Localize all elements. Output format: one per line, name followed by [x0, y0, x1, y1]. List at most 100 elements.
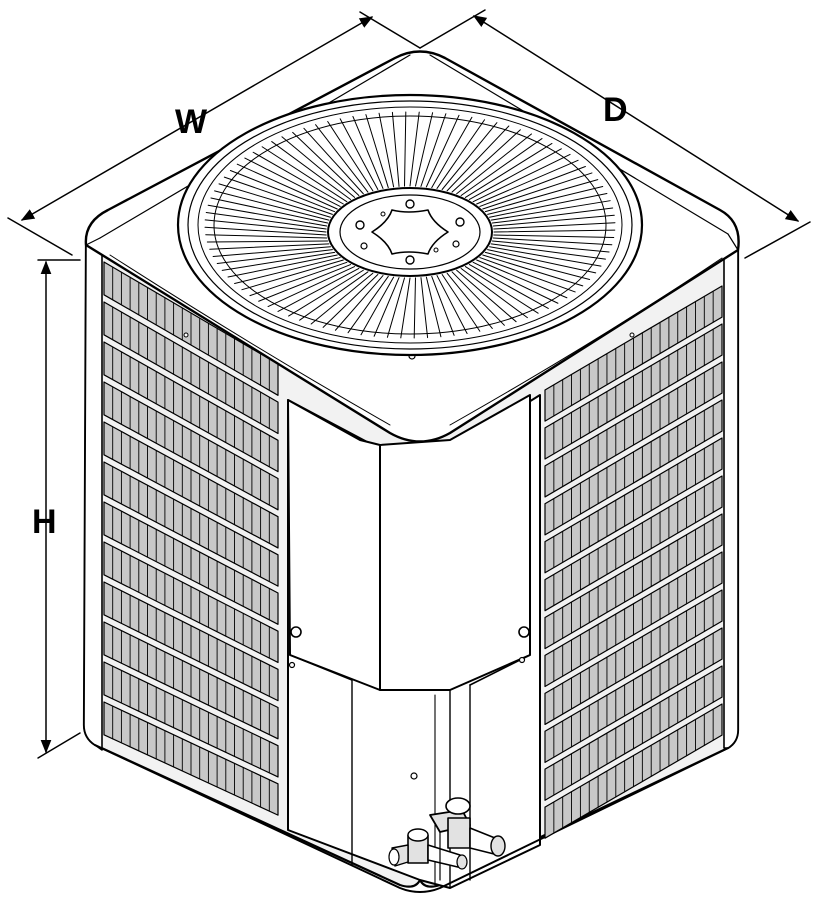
- fan-wire: [378, 112, 395, 188]
- service-valves: [388, 797, 506, 881]
- fan-wire: [492, 214, 615, 227]
- fan-wire: [491, 240, 610, 253]
- control-box-cover: [287, 399, 381, 691]
- fan-wire: [373, 277, 400, 337]
- fan-wire: [425, 276, 442, 338]
- fan-wire: [493, 229, 616, 233]
- fan-wire: [206, 240, 329, 243]
- fan-wire: [277, 267, 360, 312]
- fan-wire: [436, 275, 468, 335]
- fan-wire: [204, 219, 327, 233]
- fan-wire: [446, 125, 510, 192]
- fan-wire: [258, 264, 352, 302]
- fan-wire: [400, 277, 411, 339]
- fan-wire: [218, 183, 331, 218]
- fan-wire: [288, 269, 364, 317]
- fan-wire: [451, 271, 505, 326]
- fan-wire: [216, 249, 333, 265]
- fan-wire: [207, 204, 328, 227]
- fan-wire: [241, 259, 344, 291]
- fan-wire: [446, 272, 493, 329]
- fan-wire: [490, 243, 606, 260]
- fan-wire: [315, 124, 369, 193]
- fan-wire: [472, 261, 559, 304]
- fan-wire: [339, 118, 379, 191]
- fan-wire: [267, 266, 356, 308]
- fan-wire: [271, 141, 352, 200]
- fan-wire: [310, 272, 374, 325]
- fan-wire: [221, 251, 336, 271]
- fan-wire: [334, 275, 384, 331]
- depth-label: D: [603, 91, 628, 129]
- base-rail: [94, 744, 729, 893]
- fan-wire: [223, 176, 333, 215]
- fan-wire: [441, 273, 481, 332]
- fan-wire: [487, 185, 604, 215]
- fan-wire: [205, 212, 327, 230]
- fan-wire: [281, 136, 356, 198]
- fan-wire: [431, 116, 473, 189]
- fan-wire: [404, 111, 407, 187]
- fan-wire: [252, 151, 344, 205]
- dimension-height: H: [32, 259, 81, 759]
- fan-wire: [204, 226, 327, 236]
- fan-wire: [414, 112, 434, 187]
- fan-wire: [303, 127, 364, 195]
- fan-wire: [482, 254, 584, 287]
- fan-wire: [464, 266, 539, 314]
- width-label: W: [175, 103, 208, 141]
- fan-wire: [484, 179, 599, 213]
- dimension-depth: D: [419, 9, 811, 259]
- fan-wire: [441, 122, 498, 191]
- fan-wire: [484, 251, 591, 280]
- fan-wire: [490, 200, 611, 221]
- fan-wire: [491, 207, 614, 224]
- fan-wire: [492, 237, 613, 246]
- fan-wire: [214, 190, 330, 221]
- left-grille: [103, 261, 279, 816]
- fan-wire: [209, 243, 330, 250]
- fan-wire: [234, 257, 341, 284]
- fan-wire: [261, 146, 348, 203]
- fan-wire: [476, 159, 579, 205]
- fan-wire: [489, 246, 602, 267]
- fan-wire: [352, 115, 384, 189]
- fan-wire: [236, 163, 338, 210]
- fan-wire: [468, 264, 549, 309]
- fan-wire: [249, 261, 348, 297]
- fan-wire: [386, 277, 406, 338]
- fan-wire: [205, 234, 328, 239]
- fan-wire: [420, 113, 447, 187]
- fan-wire: [472, 153, 571, 203]
- fan-wire: [468, 148, 562, 200]
- right-grille: [544, 285, 723, 839]
- fan-grille-wires: [204, 111, 616, 339]
- fan-wire: [244, 157, 341, 207]
- height-label: H: [32, 503, 57, 541]
- fan-wire: [299, 271, 369, 321]
- fan-wire: [487, 249, 597, 274]
- fan-wire: [482, 172, 593, 210]
- fan-wire: [413, 277, 416, 339]
- fan-wire: [425, 114, 460, 188]
- fan-wire: [431, 275, 455, 336]
- fan-wire: [493, 234, 615, 238]
- fan-wire: [327, 121, 374, 192]
- fan-wire: [212, 246, 331, 257]
- fan-wire: [464, 142, 553, 198]
- fan-wire: [436, 119, 486, 189]
- fan-wire: [229, 170, 336, 213]
- fan-guard: [176, 93, 644, 357]
- fan-wire: [479, 166, 586, 207]
- fan-wire: [210, 197, 329, 224]
- fan-wire: [460, 138, 543, 197]
- fan-wire: [451, 129, 521, 193]
- fan-wire: [456, 269, 517, 323]
- fan-wire: [476, 259, 568, 299]
- fan-wire: [227, 254, 338, 278]
- fan-wire: [347, 275, 389, 334]
- fan-wire: [365, 114, 389, 189]
- fan-wire: [420, 277, 429, 339]
- fan-wire: [489, 193, 608, 218]
